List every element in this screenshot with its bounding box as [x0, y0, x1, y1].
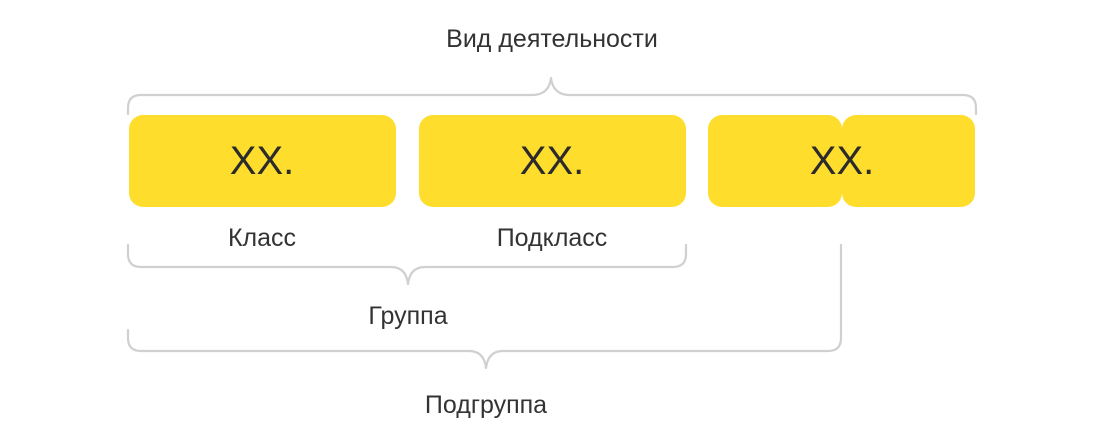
activity-type-label: Вид деятельности — [446, 25, 658, 53]
subclass-label: Подкласс — [496, 224, 608, 252]
class-label: Класс — [227, 224, 297, 252]
group-brace — [126, 243, 688, 286]
subgroup-label: Подгруппа — [424, 391, 548, 419]
group-label: Группа — [368, 302, 448, 330]
class-box — [129, 115, 396, 207]
subgroup-brace — [126, 243, 843, 370]
group-box-right — [842, 115, 975, 207]
class-code: XX. — [229, 139, 295, 183]
activity-type-brace — [126, 76, 978, 116]
group-box-left — [708, 115, 842, 207]
group-code: XX. — [809, 139, 875, 183]
subclass-box — [419, 115, 686, 207]
subclass-code: XX. — [519, 139, 585, 183]
